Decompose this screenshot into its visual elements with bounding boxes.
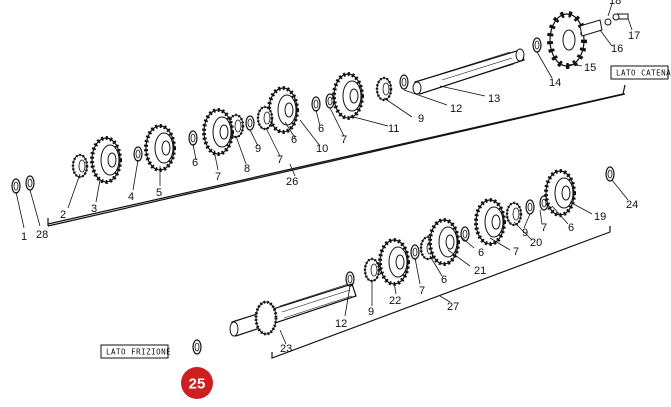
gear-3 <box>90 136 122 184</box>
part-number: 20 <box>530 237 542 249</box>
input-shaft <box>229 283 357 337</box>
part-number: 1 <box>21 231 27 243</box>
part-number: 11 <box>388 123 399 135</box>
leader-lines-upper <box>15 3 633 229</box>
gear-5 <box>144 124 176 172</box>
part-number: 6 <box>478 247 484 259</box>
ring <box>25 175 35 191</box>
part-number: 15 <box>584 62 596 74</box>
part-number: 28 <box>36 229 48 241</box>
part-number: 10 <box>316 143 328 155</box>
washer <box>133 146 143 162</box>
part-number: 7 <box>541 222 547 234</box>
washer <box>399 74 409 90</box>
ring <box>11 178 21 194</box>
washer <box>525 199 535 215</box>
part-number: 16 <box>611 43 623 55</box>
sprocket <box>547 11 587 69</box>
gear-20 <box>474 198 506 246</box>
gear-10 <box>267 86 299 134</box>
part-number: 17 <box>628 30 640 42</box>
part-number: 2 <box>60 209 66 221</box>
part-number: 21 <box>474 265 486 277</box>
ring-25 <box>192 339 202 355</box>
part-number: 22 <box>389 295 401 307</box>
bracket-27 <box>271 226 611 359</box>
gear-21 <box>428 218 460 266</box>
part-number: 9 <box>368 306 374 318</box>
part-number: 24 <box>626 199 638 211</box>
part-numbers: 1 28 2 3 4 5 6 7 8 9 7 6 10 6 7 11 9 12 … <box>21 0 640 355</box>
part-number: 6 <box>441 274 447 286</box>
part-number: 26 <box>286 176 298 188</box>
output-shaft <box>412 48 525 95</box>
needle-bearing <box>256 105 274 131</box>
leader-lines-lower <box>279 179 629 345</box>
lato-catena-label: LATO CATENA <box>610 65 671 80</box>
seal-ring <box>532 37 542 53</box>
part-number: 7 <box>341 134 347 146</box>
part-number: 7 <box>419 285 425 297</box>
part-number: 8 <box>244 163 250 175</box>
highlight-badge[interactable]: 25 <box>181 367 213 399</box>
upper-shaft-assembly <box>11 11 629 227</box>
badge-number: 25 <box>189 376 206 393</box>
bolt <box>612 13 629 21</box>
washer <box>325 93 335 109</box>
svg-text:LATO FRIZIONE: LATO FRIZIONE <box>106 348 171 357</box>
part-number: 6 <box>318 123 324 135</box>
needle-bearing <box>363 257 381 283</box>
seal-ring <box>605 166 615 182</box>
gear-8 <box>202 108 234 156</box>
part-number: 27 <box>447 301 459 313</box>
part-number: 4 <box>128 191 134 203</box>
lock-plate <box>579 18 612 37</box>
gear-22 <box>378 238 410 286</box>
part-number: 9 <box>255 143 261 155</box>
washer <box>245 115 255 131</box>
part-number: 7 <box>513 246 519 258</box>
part-number: 12 <box>335 318 347 330</box>
part-number: 6 <box>192 157 198 169</box>
part-number: 3 <box>91 203 97 215</box>
part-number: 18 <box>609 0 621 7</box>
part-number: 9 <box>522 227 528 239</box>
part-number: 6 <box>568 222 574 234</box>
bearing <box>71 153 89 179</box>
part-number: 23 <box>280 343 292 355</box>
washer <box>311 96 321 112</box>
lato-frizione-label: LATO FRIZIONE <box>100 344 171 359</box>
part-number: 7 <box>277 154 283 166</box>
gear-19 <box>544 169 576 217</box>
part-number: 9 <box>418 113 424 125</box>
part-number: 19 <box>594 211 606 223</box>
lower-shaft-assembly <box>192 166 615 359</box>
part-number: 13 <box>488 93 500 105</box>
washer <box>188 130 198 146</box>
needle-bearing <box>375 76 393 102</box>
needle-bearing <box>505 201 523 227</box>
washer <box>410 244 420 260</box>
part-number: 7 <box>215 171 221 183</box>
gear-11 <box>332 72 364 120</box>
washer <box>460 226 470 242</box>
part-number: 6 <box>291 134 297 146</box>
part-number: 5 <box>156 187 162 199</box>
part-number: 14 <box>549 77 561 89</box>
part-number: 12 <box>450 103 462 115</box>
washer <box>345 271 355 287</box>
svg-text:LATO CATENA: LATO CATENA <box>616 69 671 78</box>
